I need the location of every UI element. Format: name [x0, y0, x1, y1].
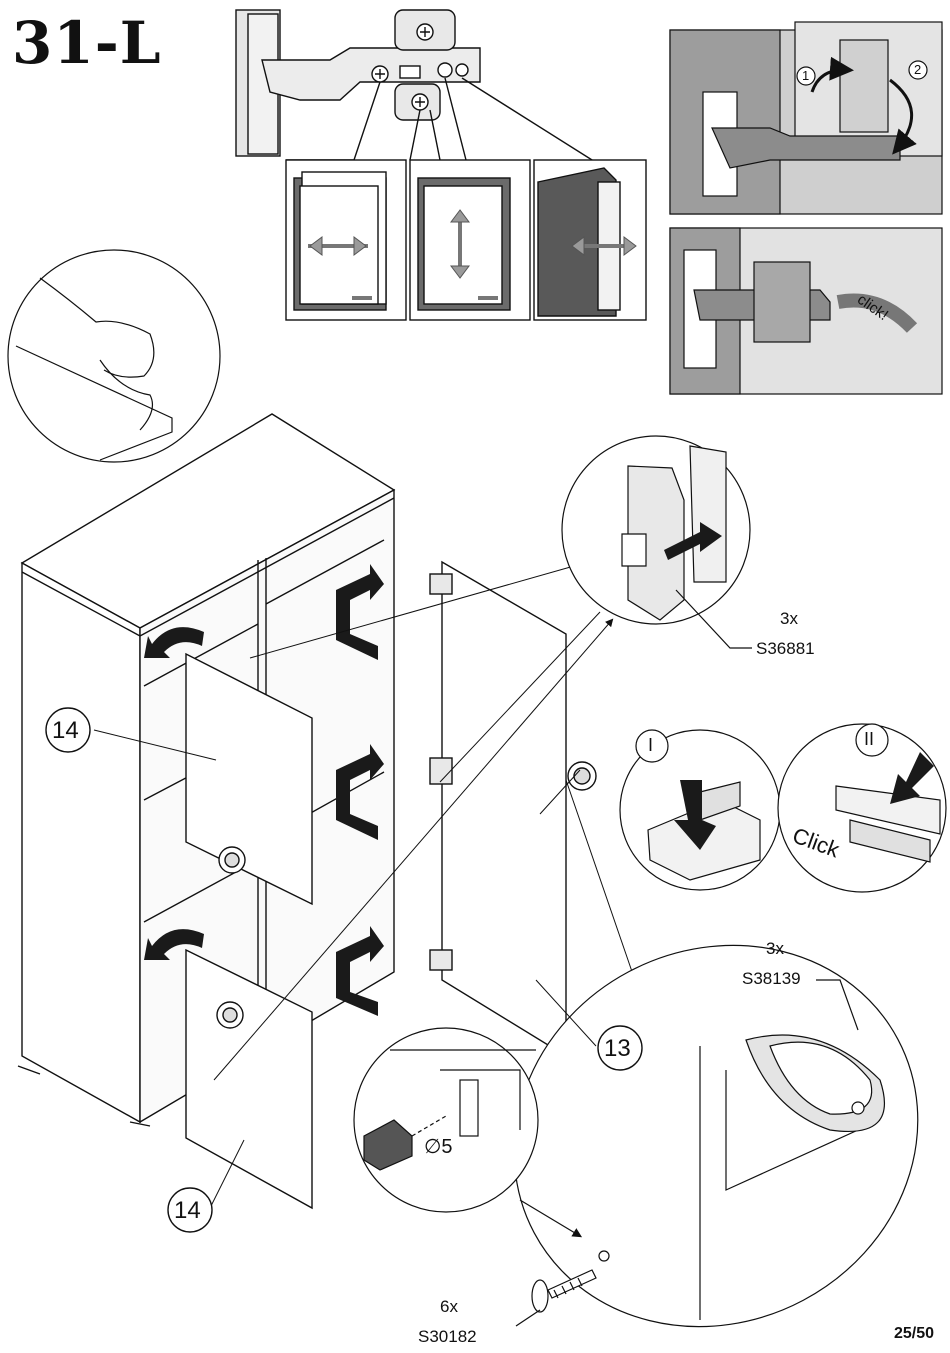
door-upper [185, 652, 313, 906]
clip-step-two-label: II [864, 729, 875, 749]
clip-step-one [619, 729, 781, 891]
page-number: 25/50 [893, 1325, 934, 1342]
screw [515, 1269, 597, 1327]
adjust-box-height [409, 159, 531, 321]
callout-lines [93, 729, 597, 1209]
drill-detail-circle [353, 1027, 610, 1262]
hinge-insert-photo-2 [669, 227, 943, 395]
drill-diameter: ∅5 [424, 1136, 453, 1158]
peel-film-detail [7, 249, 221, 463]
adjust-box-side [285, 159, 407, 321]
door-right [429, 560, 597, 1058]
clip-step-two [777, 723, 947, 893]
hinge-part-code: S36881 [756, 639, 815, 658]
part-label-door-upper: 14 [52, 717, 79, 744]
hinge-insert-photo-1 [669, 21, 943, 215]
step-title: 31-L [12, 9, 162, 77]
handle-part-code: S38139 [742, 969, 801, 988]
part-circles [45, 707, 643, 1233]
hinge-detail-circle [561, 435, 752, 649]
hinge-insert-step-two: 2 [914, 62, 922, 77]
door-lower [185, 948, 313, 1210]
screw-part-code: S30182 [418, 1327, 477, 1346]
hinge-adjustment-diagram [235, 9, 601, 166]
part-label-door-right: 13 [604, 1035, 631, 1062]
screw-count: 6x [440, 1297, 458, 1316]
mount-arrows [144, 564, 384, 1016]
handle-count: 3x [766, 939, 784, 958]
guide-lines [213, 565, 691, 1141]
part-label-door-lower: 14 [174, 1197, 201, 1224]
clip-step-one-label: I [648, 735, 654, 755]
adjust-box-depth [533, 159, 647, 321]
hinge-count: 3x [780, 609, 798, 628]
hinge-insert-step-one: 1 [802, 68, 810, 83]
